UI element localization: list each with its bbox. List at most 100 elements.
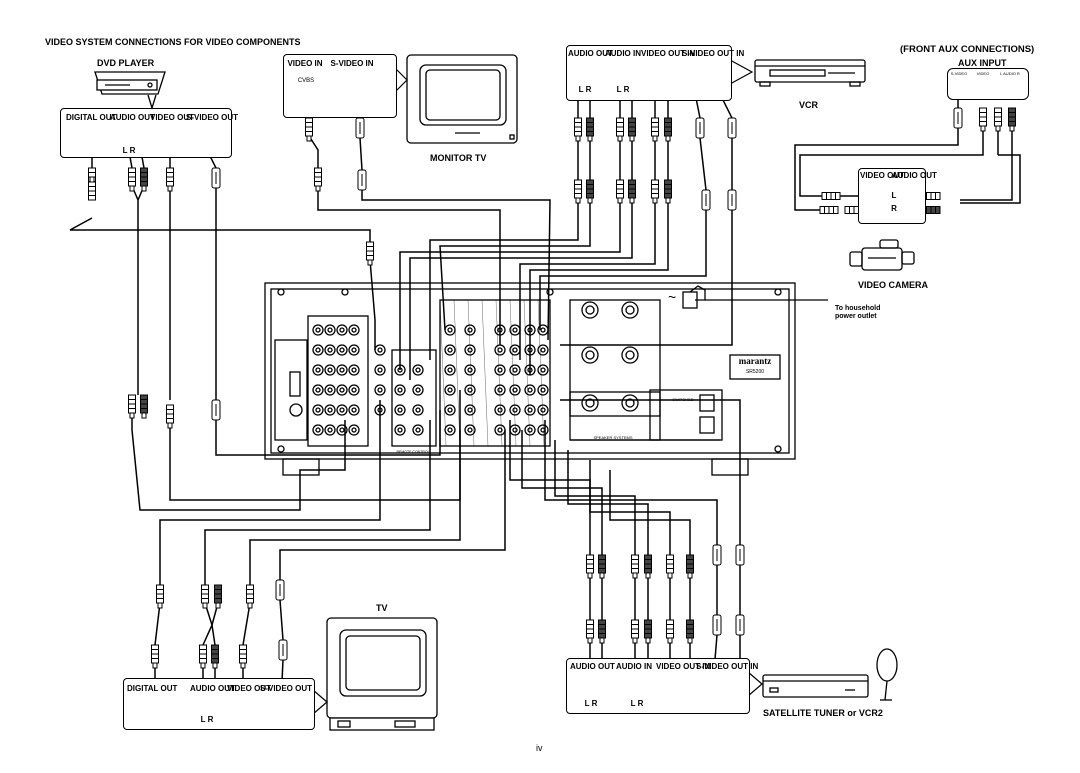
rca-plug [140,167,148,192]
cable [131,185,139,230]
tv-audio-cable [204,420,431,585]
rca-plug [616,179,624,204]
rca-plug [128,167,136,192]
receiver-jack [509,344,521,356]
cable [609,470,691,555]
camera-l-label: L [891,191,897,200]
receiver-jack [312,424,324,436]
sat-pointer [747,671,763,697]
rca-plug [166,404,174,429]
monitor-jack-panel [283,54,397,118]
receiver-jack [494,364,506,376]
rca-plug [598,619,606,644]
aux-video-tag: VIDEO [976,71,990,76]
receiver-jack [348,424,360,436]
svideo-plug [712,614,722,636]
rca-plug [246,584,254,609]
receiver-jack [464,424,476,436]
svideo-plug [735,544,745,566]
svideo-plug [712,544,722,566]
camera-video-out-label: VIDEO OUT [860,171,905,180]
receiver-jack [444,364,456,376]
camera-jack-panel [858,168,926,224]
cable [960,126,1013,201]
rca-plug [651,179,659,204]
receiver-jack [537,384,549,396]
monitor-tv-icon [406,54,518,144]
rca-plug [201,584,209,609]
receiver-brand-logo: marantz [738,356,772,366]
rca-plug [211,644,219,669]
receiver-jack [494,384,506,396]
vcr-icon [754,59,866,87]
page-number: iv [536,743,543,753]
aux-video-cable [799,126,984,197]
dvd-digital-out-label: DIGITAL OUT [66,113,117,122]
aux-input-panel [947,68,1029,100]
dvd-jack-panel [60,108,232,158]
rca-plug [586,179,594,204]
receiver-jack [444,424,456,436]
rca-plug [151,644,159,669]
cable [589,460,671,555]
vcr-svideo-label: S-VIDEO OUT IN [682,49,745,58]
vcr-svideo-cable [539,210,707,330]
rca-plug [199,644,207,669]
tv-lr-label: L R [200,715,214,724]
dvd-digital-cable [69,217,371,250]
receiver-jack [348,344,360,356]
rca-plug [574,179,582,204]
cable [409,198,633,380]
monitor-pointer [394,67,408,93]
ac-symbol: ~ [668,289,677,305]
sat-jack-panel [566,658,750,714]
camera-audio-out-label: AUDIO OUT [892,171,937,180]
receiver-jack [324,324,336,336]
monitor-cvbs-label: CVBS [297,78,315,84]
cable [567,450,649,555]
receiver-jack [524,384,536,396]
ac-outlet [699,394,715,412]
monitor-svideo-in-label: S-VIDEO IN [330,59,374,68]
cable [242,602,251,646]
satellite-tuner-icon [762,648,898,701]
sat-audio-out-label: AUDIO OUT [570,662,615,671]
vcr-lr2-label: L R [616,85,630,94]
receiver-jack [444,404,456,416]
rca-plug [314,167,322,192]
rca-plug [686,554,694,579]
receiver-jack [537,424,549,436]
svideo-plug [695,117,705,139]
monitor-tv-label: MONITOR TV [430,153,487,163]
receiver-jack [374,344,386,356]
satellite-tuner-label: SATELLITE TUNER or VCR2 [763,708,883,718]
tv-svideo-out-label: S-VIDEO OUT [260,684,313,693]
cable [699,137,707,191]
vcr-label: VCR [799,100,819,110]
sat-svideo-label: S-VIDEO OUT IN [696,662,759,671]
rca-plug [628,117,636,142]
receiver-jack [336,404,348,416]
svideo-plug [278,639,288,661]
rca-plug [586,619,594,644]
receiver-jack [324,424,336,436]
rca-plug [616,117,624,142]
aux-audio-cable [960,154,1021,204]
speaker-terminal [581,346,599,364]
rca-plug [156,584,164,609]
receiver-jack [394,404,406,416]
receiver-jack [348,404,360,416]
cable [529,198,669,375]
rca-plug [631,619,639,644]
speaker-terminal [621,301,639,319]
tv-video-cable [249,430,461,585]
rca-plug [239,644,247,669]
receiver-jack [348,364,360,376]
receiver-jack [394,424,406,436]
receiver-jack [312,384,324,396]
receiver-jack [336,344,348,356]
cable [359,137,363,171]
cable [554,440,636,555]
receiver-jack [348,324,360,336]
tv-svideo-cable [279,430,506,580]
